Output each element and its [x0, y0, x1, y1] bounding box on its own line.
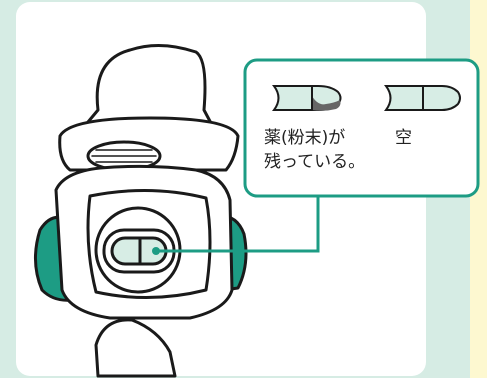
capsule-with-powder-icon	[272, 85, 342, 111]
hand	[94, 318, 177, 378]
empty-capsule-icon	[384, 85, 461, 111]
powder-remaining-label-line1: 薬(粉末)が	[264, 128, 346, 148]
powder-remaining-label-line2: 残っている。	[264, 152, 366, 172]
pointer-line	[156, 196, 320, 253]
empty-label: 空	[395, 128, 412, 148]
